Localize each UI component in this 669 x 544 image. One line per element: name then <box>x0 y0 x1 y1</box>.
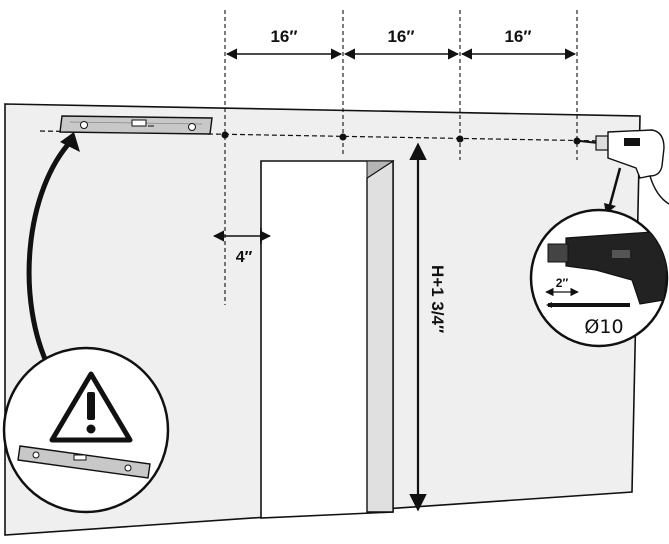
warning-callout <box>2 346 170 514</box>
drill-callout: 2″ Ø10 <box>529 208 669 348</box>
spacing-label-1: 16″ <box>270 27 297 46</box>
spacing-label-2: 16″ <box>387 27 414 46</box>
spirit-level-icon <box>17 445 151 479</box>
drill-diameter-label: Ø10 <box>584 316 623 338</box>
callout-arrow <box>26 138 74 372</box>
door-jamb <box>366 159 394 513</box>
drill-icon <box>579 129 669 214</box>
height-label: H+1 3/4″ <box>428 265 447 333</box>
offset-label: 4″ <box>236 249 253 266</box>
stud-guide-lines <box>224 10 578 305</box>
level-line <box>39 130 607 142</box>
drill-marks <box>221 131 581 145</box>
spacing-label-3: 16″ <box>504 27 531 46</box>
warning-triangle-icon <box>49 371 133 443</box>
offset-dimension <box>212 228 272 244</box>
drill-depth-label: 2″ <box>556 276 569 290</box>
spirit-level-icon <box>59 115 213 135</box>
